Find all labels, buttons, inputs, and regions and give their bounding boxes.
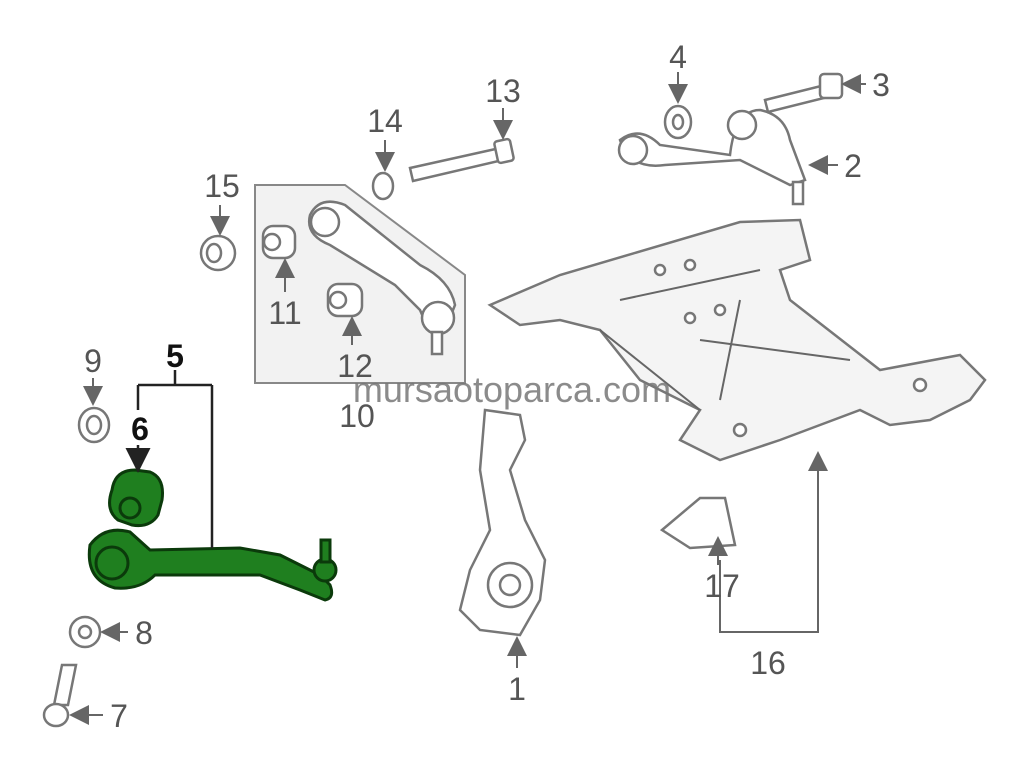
callout-5: 5 xyxy=(166,338,184,374)
lower-control-arm-5-highlighted xyxy=(87,528,338,602)
callout-2: 2 xyxy=(844,148,862,184)
watermark: mursaotoparca.com xyxy=(353,369,671,410)
upper-control-arm-10 xyxy=(307,200,457,356)
steering-knuckle-1 xyxy=(458,408,547,637)
callout-15: 15 xyxy=(204,168,240,204)
nut-4 xyxy=(663,104,693,140)
upper-control-arm-2 xyxy=(617,108,807,206)
callout-10: 10 xyxy=(339,398,375,434)
washer-9 xyxy=(77,406,111,444)
callout-12: 12 xyxy=(337,348,373,384)
bushing-11 xyxy=(261,224,297,260)
callout-7: 7 xyxy=(110,698,128,734)
callout-1: 1 xyxy=(508,671,526,707)
bolt-13 xyxy=(408,137,515,183)
leader-16 xyxy=(719,451,828,633)
leader-5 xyxy=(136,370,214,548)
group-box-10 xyxy=(254,184,466,384)
bolt-3 xyxy=(763,72,844,114)
callout-3: 3 xyxy=(872,67,890,103)
washer-14 xyxy=(371,171,395,201)
nut-15 xyxy=(199,234,237,272)
bracket-17 xyxy=(659,496,737,550)
callout-9: 9 xyxy=(84,343,102,379)
callout-16: 16 xyxy=(750,645,786,681)
bolt-7 xyxy=(42,663,78,728)
callout-4: 4 xyxy=(669,39,687,75)
callout-14: 14 xyxy=(367,103,403,139)
subframe-16 xyxy=(487,218,987,462)
bushing-6-highlighted xyxy=(108,468,164,527)
washer-8 xyxy=(68,615,102,649)
callout-13: 13 xyxy=(485,73,521,109)
bushing-12 xyxy=(326,282,364,318)
callout-11: 11 xyxy=(268,295,301,331)
callout-17: 17 xyxy=(704,568,740,604)
callout-6: 6 xyxy=(131,411,149,447)
callout-8: 8 xyxy=(135,615,153,651)
